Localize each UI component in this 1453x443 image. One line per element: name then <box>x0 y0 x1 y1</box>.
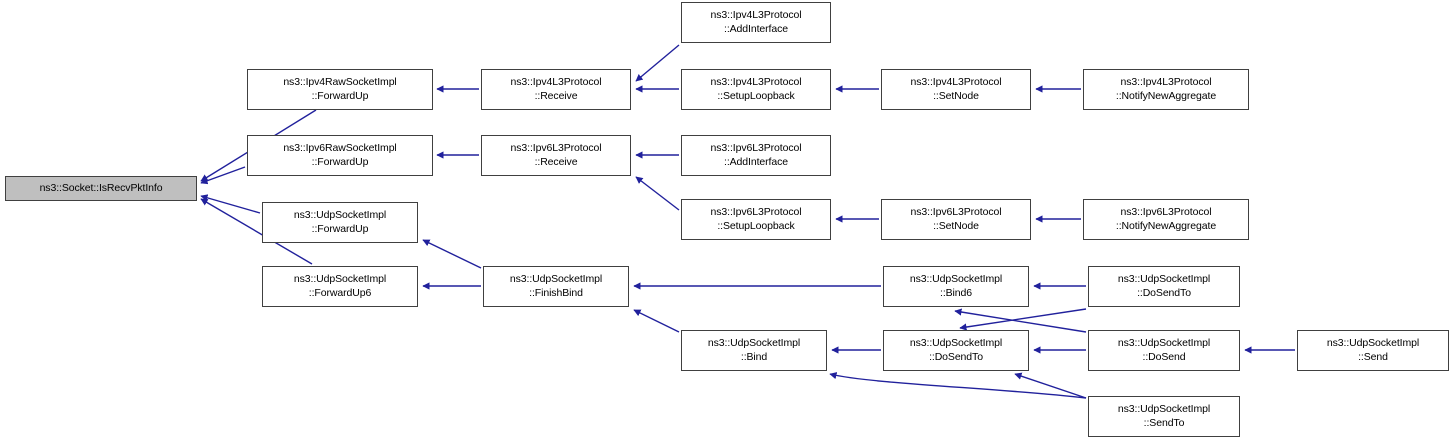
graph-node-udp_sendto[interactable]: ns3::UdpSocketImpl::SendTo <box>1088 396 1240 437</box>
graph-node-ipv6l3_receive[interactable]: ns3::Ipv6L3Protocol::Receive <box>481 135 631 176</box>
graph-node-label-line1: ns3::UdpSocketImpl <box>509 273 603 286</box>
graph-node-ipv6l3_notifynewaggregate[interactable]: ns3::Ipv6L3Protocol::NotifyNewAggregate <box>1083 199 1249 240</box>
graph-node-label-line1: ns3::UdpSocketImpl <box>909 337 1003 350</box>
graph-node-label-line1: ns3::Ipv6L3Protocol <box>510 142 602 155</box>
graph-node-label-line2: ::Send <box>1358 350 1388 363</box>
call-edge-udp_bind-to-udp_finishbind <box>633 309 680 333</box>
graph-node-label-line2: ::Receive <box>534 89 578 102</box>
graph-node-label-line2: ::AddInterface <box>724 22 788 35</box>
graph-node-label-line2: ::ForwardUp <box>311 155 369 168</box>
graph-node-ipv6raw_fwdup[interactable]: ns3::Ipv6RawSocketImpl::ForwardUp <box>247 135 433 176</box>
graph-node-udp_dosendto_low[interactable]: ns3::UdpSocketImpl::DoSendTo <box>883 330 1029 371</box>
graph-node-label-line2: ::FinishBind <box>529 286 583 299</box>
call-edge-udp_sendto-to-udp_bind <box>829 372 1087 399</box>
graph-node-ipv4raw_fwdup[interactable]: ns3::Ipv4RawSocketImpl::ForwardUp <box>247 69 433 110</box>
graph-node-label-line1: ns3::UdpSocketImpl <box>1326 337 1420 350</box>
graph-node-label-line2: ::ForwardUp6 <box>308 286 372 299</box>
graph-node-label-line2: ::Bind <box>740 350 768 363</box>
call-edge-udp_fwdup6-to-root <box>200 198 313 265</box>
graph-node-label-line1: ns3::Ipv4L3Protocol <box>1120 76 1212 89</box>
graph-node-ipv6l3_addinterface[interactable]: ns3::Ipv6L3Protocol::AddInterface <box>681 135 831 176</box>
graph-node-label-line1: ns3::Ipv4RawSocketImpl <box>283 76 397 89</box>
call-edge-ipv6raw_fwdup-to-root <box>200 166 246 185</box>
graph-node-label-line2: ::SetNode <box>933 89 979 102</box>
graph-node-label-line1: ns3::UdpSocketImpl <box>1117 403 1211 416</box>
graph-node-udp_bind6[interactable]: ns3::UdpSocketImpl::Bind6 <box>883 266 1029 307</box>
graph-node-label-line2: ::Receive <box>534 155 578 168</box>
graph-node-label-line1: ns3::Ipv6L3Protocol <box>1120 206 1212 219</box>
graph-node-label-line2: ::ForwardUp <box>311 222 369 235</box>
graph-node-label-line2: ::NotifyNewAggregate <box>1115 89 1217 102</box>
call-edge-udp_dosendto_high-to-udp_dosendto_low <box>959 308 1087 331</box>
call-edge-udp_dosend-to-udp_bind6 <box>954 308 1087 333</box>
call-edge-ipv6l3_setuploopback-to-ipv6l3_receive <box>635 176 680 211</box>
call-edge-ipv4l3_addinterface-to-ipv4l3_receive <box>635 44 680 82</box>
graph-node-label-line2: ::DoSendTo <box>1137 286 1191 299</box>
graph-node-label-line1: ns3::Ipv4L3Protocol <box>910 76 1002 89</box>
graph-node-label-line1: ns3::UdpSocketImpl <box>293 273 387 286</box>
graph-node-ipv4l3_setuploopback[interactable]: ns3::Ipv4L3Protocol::SetupLoopback <box>681 69 831 110</box>
graph-node-label-line1: ns3::Ipv6L3Protocol <box>910 206 1002 219</box>
graph-node-label-line1: ns3::Ipv6L3Protocol <box>710 142 802 155</box>
graph-node-label-line1: ns3::Ipv6RawSocketImpl <box>283 142 397 155</box>
graph-node-label-line2: ::DoSend <box>1142 350 1186 363</box>
graph-node-ipv4l3_receive[interactable]: ns3::Ipv4L3Protocol::Receive <box>481 69 631 110</box>
call-edge-udp_sendto-to-udp_dosendto_low <box>1014 372 1087 399</box>
graph-node-label-line1: ns3::Ipv4L3Protocol <box>710 9 802 22</box>
graph-node-label-line2: ::SetupLoopback <box>717 89 795 102</box>
graph-node-udp_dosend[interactable]: ns3::UdpSocketImpl::DoSend <box>1088 330 1240 371</box>
graph-node-label-line1: ns3::UdpSocketImpl <box>1117 337 1211 350</box>
graph-node-label-line2: ::ForwardUp <box>311 89 369 102</box>
graph-node-udp_send[interactable]: ns3::UdpSocketImpl::Send <box>1297 330 1449 371</box>
graph-node-udp_dosendto_high[interactable]: ns3::UdpSocketImpl::DoSendTo <box>1088 266 1240 307</box>
graph-node-udp_fwdup6[interactable]: ns3::UdpSocketImpl::ForwardUp6 <box>262 266 418 307</box>
graph-node-label-line2: ::SetNode <box>933 219 979 232</box>
graph-node-root[interactable]: ns3::Socket::IsRecvPktInfo <box>5 176 197 201</box>
graph-node-udp_finishbind[interactable]: ns3::UdpSocketImpl::FinishBind <box>483 266 629 307</box>
graph-node-label-line1: ns3::UdpSocketImpl <box>707 337 801 350</box>
graph-node-label-line1: ns3::Socket::IsRecvPktInfo <box>39 181 163 194</box>
graph-node-label-line2: ::NotifyNewAggregate <box>1115 219 1217 232</box>
graph-node-label-line1: ns3::UdpSocketImpl <box>1117 273 1211 286</box>
graph-node-label-line2: ::SendTo <box>1143 416 1185 429</box>
graph-node-ipv6l3_setnode[interactable]: ns3::Ipv6L3Protocol::SetNode <box>881 199 1031 240</box>
graph-node-label-line2: ::SetupLoopback <box>717 219 795 232</box>
call-edge-udp_finishbind-to-udp_fwdup <box>422 239 482 269</box>
graph-node-label-line1: ns3::Ipv4L3Protocol <box>510 76 602 89</box>
graph-node-label-line1: ns3::UdpSocketImpl <box>909 273 1003 286</box>
graph-node-udp_bind[interactable]: ns3::UdpSocketImpl::Bind <box>681 330 827 371</box>
graph-node-label-line1: ns3::Ipv6L3Protocol <box>710 206 802 219</box>
graph-node-label-line2: ::DoSendTo <box>929 350 983 363</box>
graph-node-udp_fwdup[interactable]: ns3::UdpSocketImpl::ForwardUp <box>262 202 418 243</box>
graph-node-ipv6l3_setuploopback[interactable]: ns3::Ipv6L3Protocol::SetupLoopback <box>681 199 831 240</box>
graph-node-label-line2: ::Bind6 <box>940 286 972 299</box>
graph-node-label-line1: ns3::Ipv4L3Protocol <box>710 76 802 89</box>
graph-node-ipv4l3_setnode[interactable]: ns3::Ipv4L3Protocol::SetNode <box>881 69 1031 110</box>
graph-node-ipv4l3_notifynewaggregate[interactable]: ns3::Ipv4L3Protocol::NotifyNewAggregate <box>1083 69 1249 110</box>
call-edge-udp_fwdup-to-root <box>200 194 261 214</box>
graph-node-label-line2: ::AddInterface <box>724 155 788 168</box>
graph-node-label-line1: ns3::UdpSocketImpl <box>293 209 387 222</box>
graph-node-ipv4l3_addinterface[interactable]: ns3::Ipv4L3Protocol::AddInterface <box>681 2 831 43</box>
